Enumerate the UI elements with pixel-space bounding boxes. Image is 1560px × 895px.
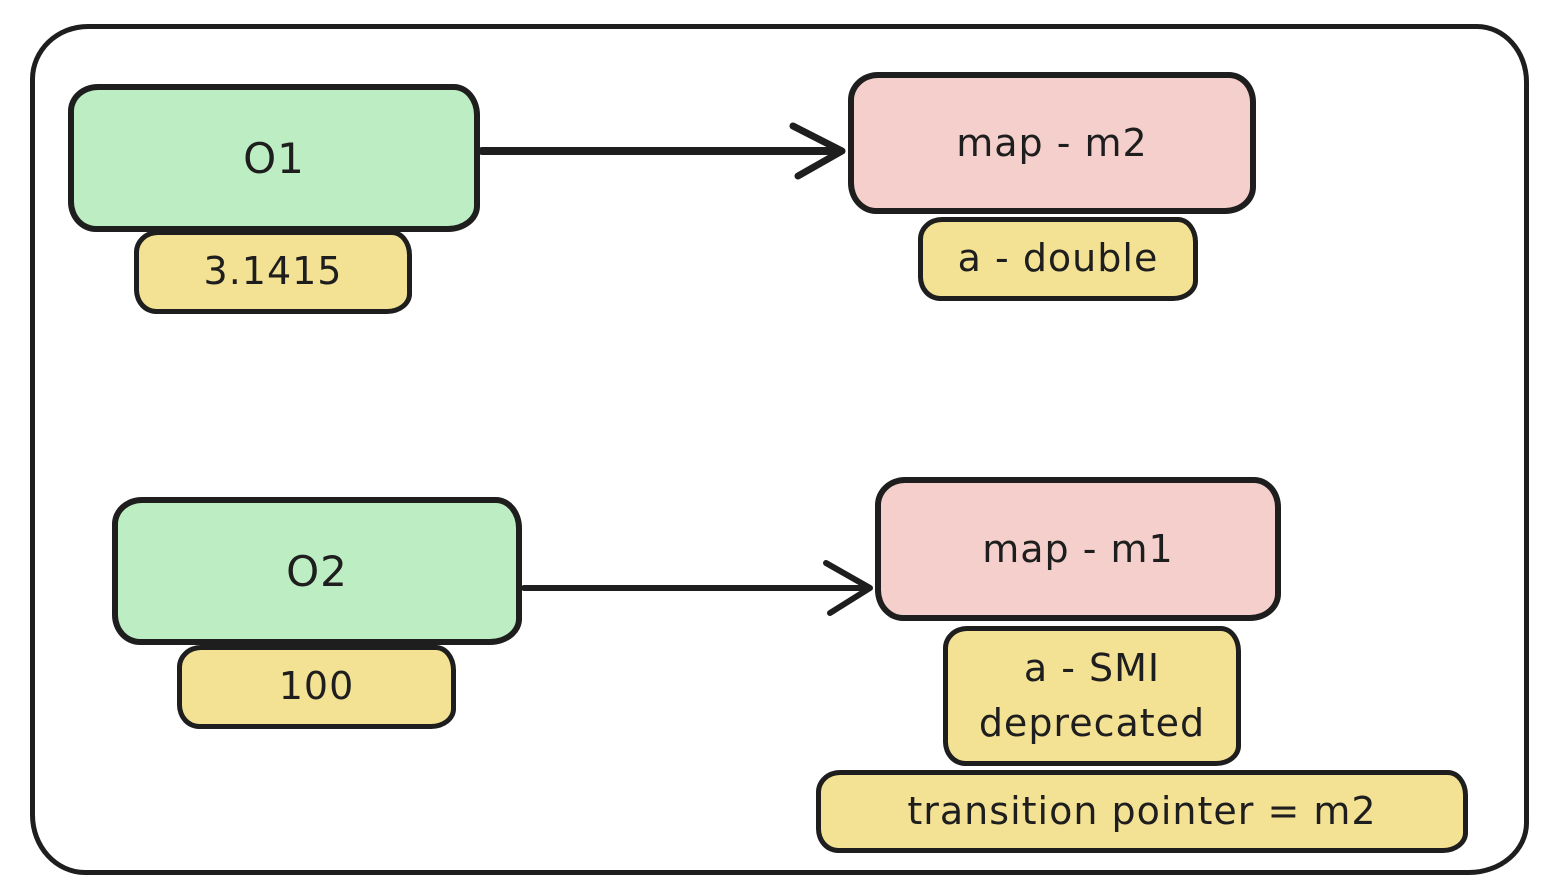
node-object-o1: O1 [68, 84, 480, 232]
node-object-o2-label: O2 [286, 546, 348, 596]
node-map-m1: map - m1 [875, 477, 1281, 621]
node-m1-transition-pointer: transition pointer = m2 [816, 770, 1468, 853]
node-map-m2: map - m2 [848, 72, 1256, 214]
node-object-o1-label: O1 [243, 133, 305, 183]
node-map-m2-label: map - m2 [956, 121, 1148, 165]
node-o2-value: 100 [177, 645, 456, 729]
node-m1-field: a - SMI deprecated [943, 626, 1241, 766]
node-o1-value-text: 3.1415 [203, 249, 343, 294]
node-m1-field-line2: deprecated [978, 701, 1206, 745]
node-map-m1-label: map - m1 [982, 527, 1174, 571]
node-o2-value-text: 100 [278, 664, 355, 709]
outer-frame [30, 24, 1529, 875]
node-object-o2: O2 [112, 497, 522, 645]
node-m2-field: a - double [918, 217, 1198, 301]
node-m2-field-text: a - double [957, 236, 1159, 281]
node-m1-transition-pointer-text: transition pointer = m2 [907, 788, 1377, 833]
node-m1-field-line1: a - SMI [1023, 645, 1161, 690]
node-o1-value: 3.1415 [134, 230, 412, 314]
